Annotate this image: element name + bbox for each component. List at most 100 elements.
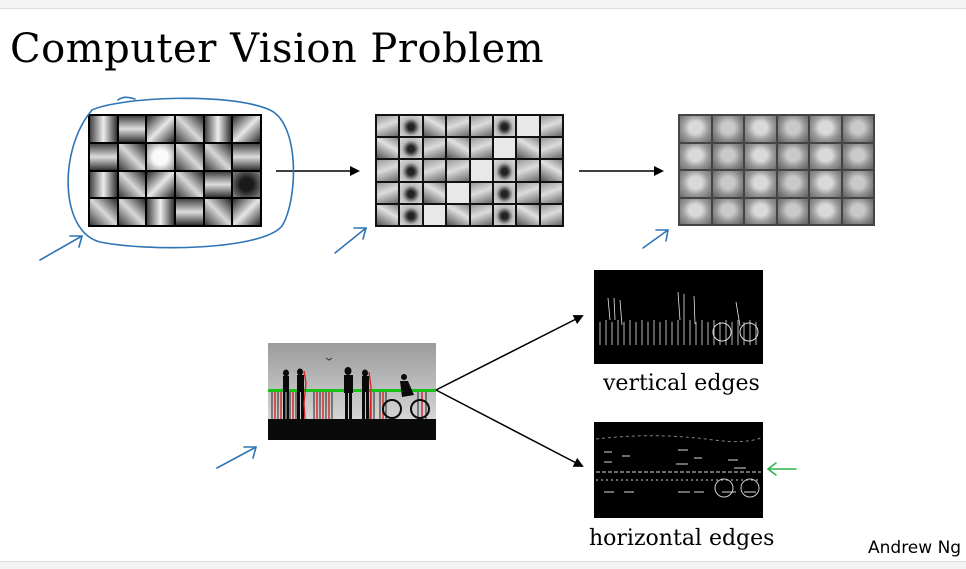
feature-tile (147, 143, 174, 170)
feature-tile (147, 199, 174, 225)
feature-tile (493, 204, 516, 225)
face-tile (745, 116, 776, 142)
face-tile (810, 171, 841, 197)
face-tile (745, 198, 776, 224)
feature-tile (377, 138, 399, 159)
face-tile (745, 171, 776, 197)
feature-tile (175, 199, 203, 225)
right-arrow-icon (435, 315, 584, 391)
face-tile (777, 116, 808, 142)
face-tile (712, 171, 743, 197)
feature-tile (377, 182, 399, 203)
feature-tile (470, 204, 492, 225)
face-tile (680, 143, 711, 169)
horizontal-edges-image (594, 422, 763, 518)
feature-tile (118, 116, 146, 142)
feature-tile (540, 160, 562, 181)
feature-tile (517, 160, 539, 181)
face-tile (777, 198, 808, 224)
feature-tile (90, 171, 117, 198)
slide-title: Computer Vision Problem (10, 26, 545, 72)
feature-tile (470, 182, 492, 203)
input-photo (268, 343, 436, 440)
feature-tile (147, 116, 174, 142)
feature-tile (423, 182, 446, 203)
feature-tile (147, 171, 174, 198)
green-left-arrow-icon (766, 462, 797, 476)
feature-tile (540, 116, 562, 137)
vertical-edges-caption: vertical edges (603, 371, 760, 396)
face-tile (745, 143, 776, 169)
feature-tile (118, 199, 146, 225)
ink-stroke (117, 96, 136, 101)
feature-tile (493, 116, 516, 137)
face-tile (810, 116, 841, 142)
feature-tile (493, 160, 516, 181)
high-level-faces-grid (678, 114, 875, 226)
feature-tile (377, 204, 399, 225)
face-tile (842, 116, 873, 142)
face-tile (842, 171, 873, 197)
feature-tile (204, 199, 232, 225)
feature-tile (233, 199, 260, 225)
feature-tile (377, 116, 399, 137)
feature-tile (470, 138, 492, 159)
horizontal-edges-caption: horizontal edges (589, 526, 775, 551)
feature-tile (447, 160, 469, 181)
feature-tile (90, 199, 117, 225)
face-tile (777, 171, 808, 197)
face-tile (712, 116, 743, 142)
ink-annotation-arrow-icon (39, 235, 84, 261)
feature-tile (540, 138, 562, 159)
feature-tile (400, 116, 422, 137)
feature-tile (90, 116, 117, 142)
feature-tile (540, 204, 562, 225)
feature-tile (517, 138, 539, 159)
mid-level-face-parts-grid (375, 114, 564, 227)
feature-tile (400, 160, 422, 181)
ink-annotation-arrow-icon (642, 229, 669, 249)
feature-tile (493, 182, 516, 203)
feature-tile (470, 160, 492, 181)
face-tile (777, 143, 808, 169)
face-tile (680, 116, 711, 142)
feature-tile (175, 143, 203, 170)
face-tile (680, 171, 711, 197)
face-tile (680, 198, 711, 224)
feature-tile (204, 143, 232, 170)
ink-circle-annotation (67, 97, 295, 249)
feature-tile (470, 116, 492, 137)
feature-tile (447, 138, 469, 159)
feature-tile (204, 116, 232, 142)
feature-tile (90, 143, 117, 170)
feature-tile (517, 116, 539, 137)
feature-tile (118, 143, 146, 170)
feature-tile (118, 171, 146, 198)
feature-tile (423, 138, 446, 159)
feature-tile (517, 204, 539, 225)
feature-tile (423, 116, 446, 137)
top-window-edge (0, 0, 966, 9)
right-arrow-icon (435, 389, 584, 467)
feature-tile (493, 138, 516, 159)
feature-tile (204, 171, 232, 198)
feature-tile (400, 204, 422, 225)
feature-tile (175, 171, 203, 198)
ink-annotation-arrow-icon (216, 446, 258, 469)
vertical-edges-image (594, 270, 763, 364)
feature-tile (400, 138, 422, 159)
face-tile (842, 143, 873, 169)
face-tile (810, 143, 841, 169)
feature-tile (540, 182, 562, 203)
feature-tile (447, 182, 469, 203)
feature-tile (233, 143, 260, 170)
feature-tile (233, 116, 260, 142)
feature-tile (517, 182, 539, 203)
ink-annotation-arrow-icon (334, 227, 368, 254)
feature-tile (423, 204, 446, 225)
feature-tile (233, 171, 260, 198)
face-tile (712, 143, 743, 169)
feature-tile (423, 160, 446, 181)
feature-tile (377, 160, 399, 181)
